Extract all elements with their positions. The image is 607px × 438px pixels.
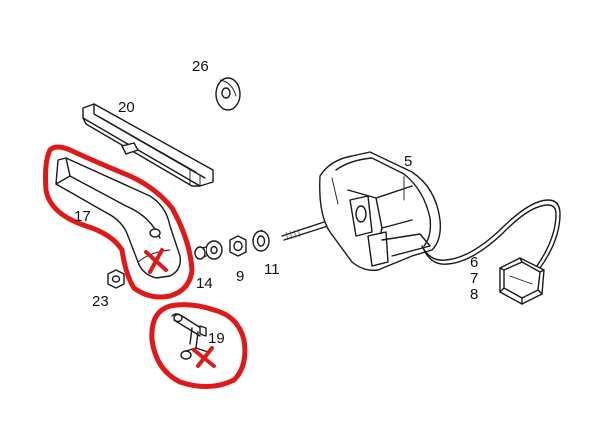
label-part-7: 7 xyxy=(470,270,478,287)
part-26-washer xyxy=(215,77,241,111)
label-part-14: 14 xyxy=(196,275,213,292)
label-part-20: 20 xyxy=(118,99,135,116)
part-23-nut xyxy=(107,269,125,289)
red-cross-part-17 xyxy=(144,248,168,274)
part-17-lever-arm xyxy=(55,157,181,279)
part-19-clip xyxy=(171,313,209,360)
part-9-nut xyxy=(229,235,247,257)
label-part-17: 17 xyxy=(74,208,91,225)
label-part-9: 9 xyxy=(236,268,244,285)
red-circle-part-17 xyxy=(43,144,195,300)
label-part-23: 23 xyxy=(92,293,109,310)
motor-cable xyxy=(421,199,561,269)
red-circle-part-19 xyxy=(149,302,248,389)
label-part-8: 8 xyxy=(470,286,478,303)
part-5-motor xyxy=(281,151,442,272)
part-11-lock-washer xyxy=(252,229,270,252)
part-20-guide-rail xyxy=(82,103,214,187)
label-part-6: 6 xyxy=(470,254,478,271)
label-part-11: 11 xyxy=(264,261,280,278)
part-6-7-8-connector xyxy=(499,257,545,305)
label-part-19: 19 xyxy=(208,330,225,347)
label-part-26: 26 xyxy=(192,58,209,75)
part-14-bushing xyxy=(194,240,223,260)
red-cross-part-19 xyxy=(192,346,216,368)
label-part-5: 5 xyxy=(404,153,412,170)
